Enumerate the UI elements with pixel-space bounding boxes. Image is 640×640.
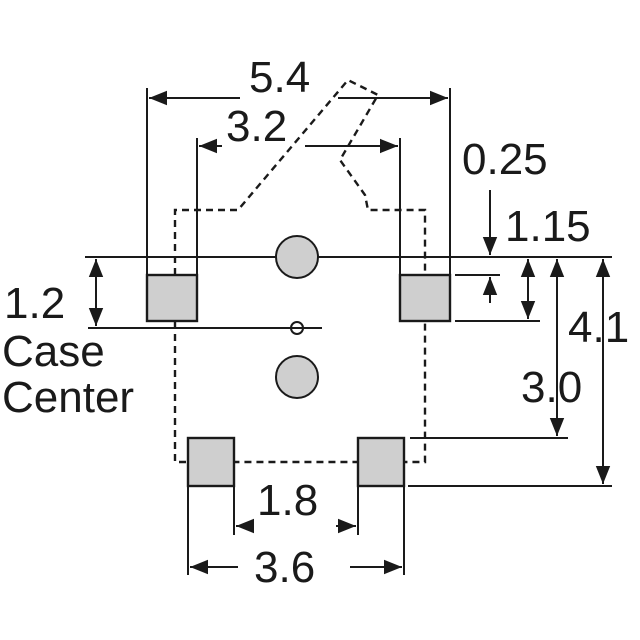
dim-overall-height: 4.1: [568, 303, 629, 352]
pin-hole-bottom: [275, 355, 319, 399]
dim-top-inner-width: 3.2: [226, 102, 287, 151]
dim-bottom-outer-width: 3.6: [254, 543, 315, 592]
package-left-lower: [173, 322, 188, 464]
pin-hole-top: [275, 235, 319, 279]
label-case: Case: [2, 327, 105, 376]
pad-top-right: [398, 273, 452, 323]
dim-thickness: 0.25: [462, 135, 548, 184]
pad-top-left: [145, 273, 199, 323]
dim-bottom-inner-width: 1.8: [257, 476, 318, 525]
pad-bottom-right: [356, 436, 406, 488]
pad-bottom-left: [186, 436, 236, 488]
label-center: Center: [2, 373, 134, 422]
dim-pad-height: 1.15: [505, 202, 591, 251]
dim-overall-width: 5.4: [249, 53, 310, 102]
dim-case-center-offset: 1.2: [4, 279, 65, 328]
dim-center-to-bottom: 3.0: [521, 363, 582, 412]
